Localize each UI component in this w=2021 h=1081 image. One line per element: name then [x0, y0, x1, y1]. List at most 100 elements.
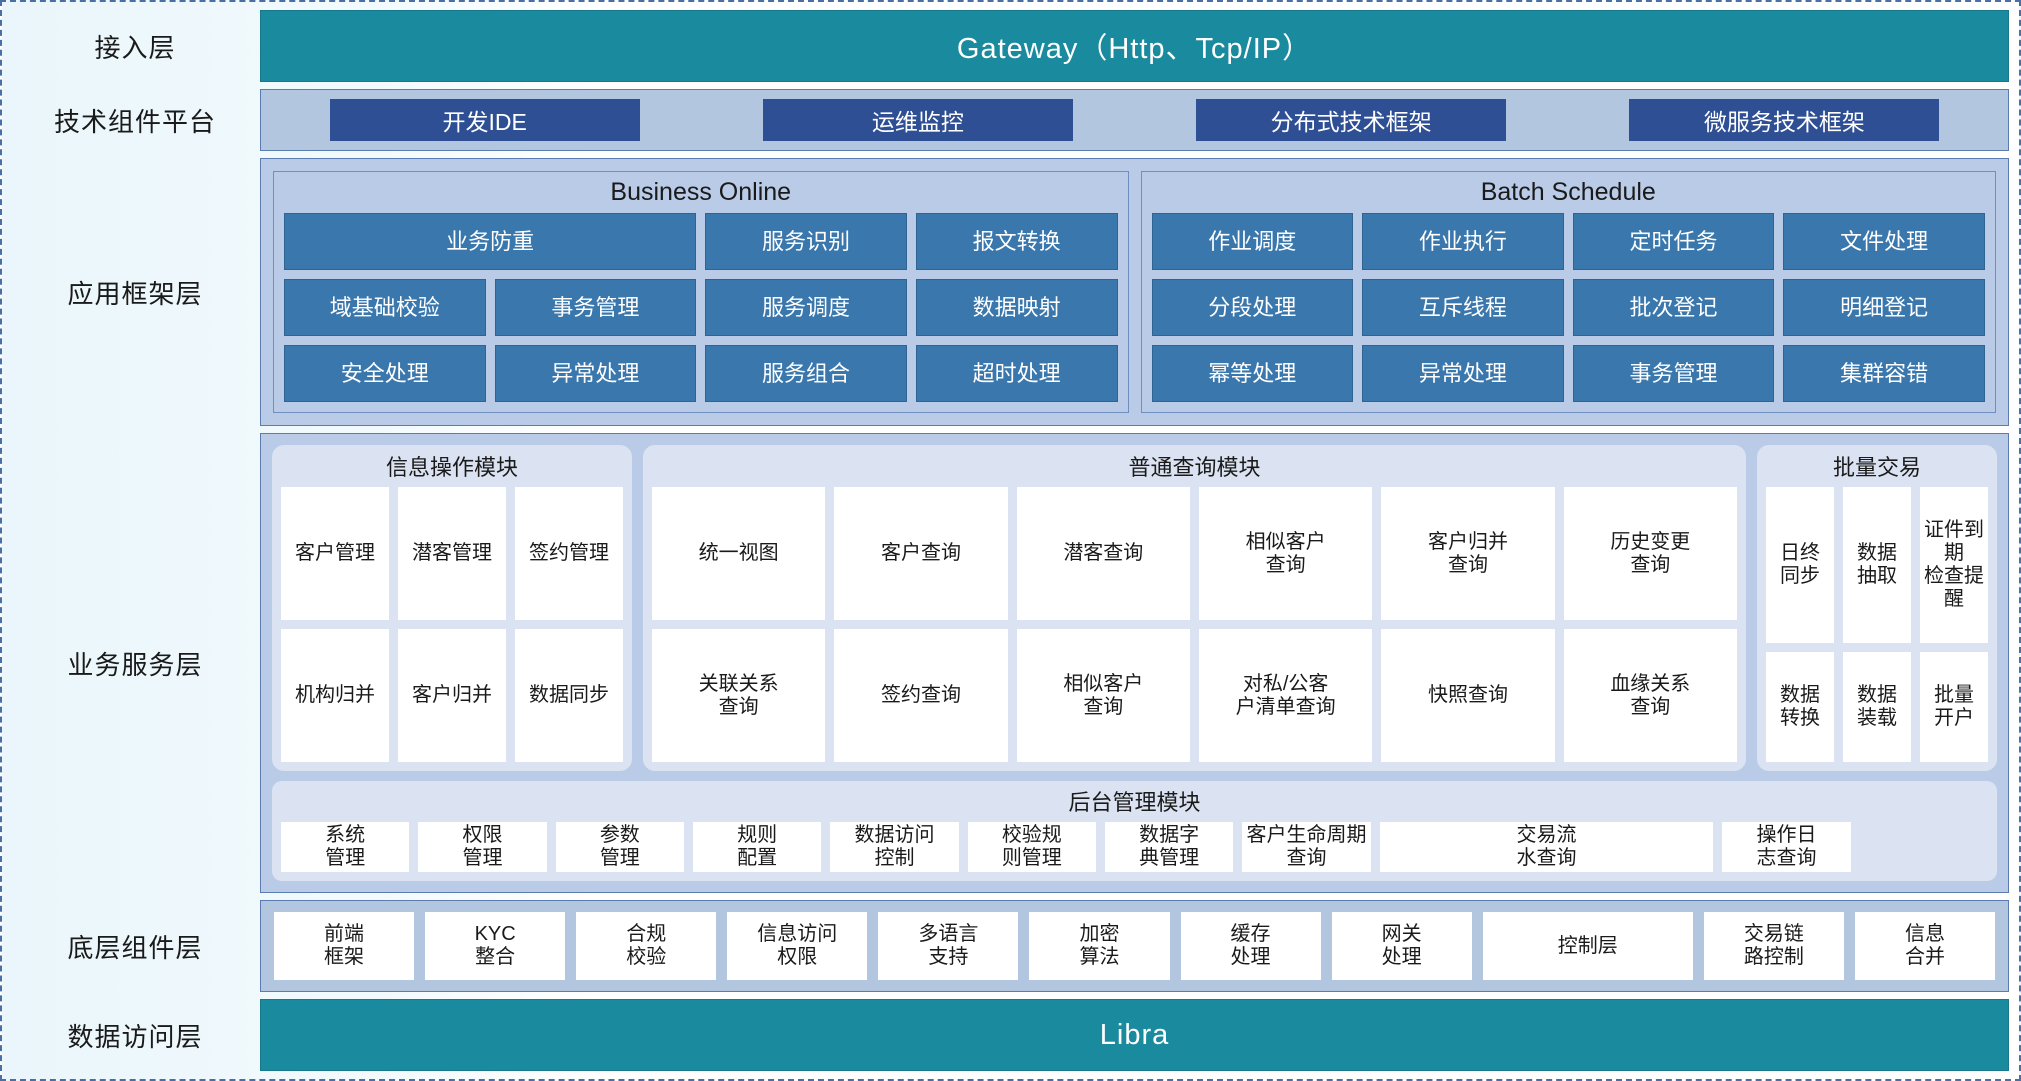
- service-cell[interactable]: 数据转换: [1766, 652, 1834, 762]
- component-cell[interactable]: 网关处理: [1331, 912, 1472, 980]
- module-info-operations: 信息操作模块 客户管理潜客管理签约管理机构归并客户归并数据同步: [272, 445, 632, 771]
- component-cell[interactable]: 信息访问权限: [727, 912, 868, 980]
- app-cell[interactable]: 集群容错: [1783, 345, 1985, 402]
- app-cell[interactable]: 幂等处理: [1151, 345, 1354, 402]
- service-cell[interactable]: 客户管理: [281, 487, 389, 620]
- admin-cell[interactable]: 规则配置: [692, 822, 822, 872]
- component-cell[interactable]: 多语言支持: [878, 912, 1019, 980]
- module-title-batch-transaction: 批量交易: [1832, 455, 1921, 480]
- service-cell[interactable]: 关联关系查询: [652, 629, 826, 762]
- tech-button-ops-monitor[interactable]: 运维监控: [762, 99, 1073, 141]
- component-cell[interactable]: 信息合并: [1854, 912, 1995, 980]
- app-cell[interactable]: 异常处理: [1362, 345, 1564, 402]
- admin-cell[interactable]: 参数管理: [555, 822, 684, 872]
- service-cell[interactable]: 证件到期检查提醒: [1920, 487, 1988, 643]
- sub-panel-title-business-online: Business Online: [610, 178, 792, 206]
- service-cell[interactable]: 相似客户查询: [1198, 487, 1373, 620]
- admin-cell[interactable]: 数据字典管理: [1104, 822, 1234, 872]
- grid-business-online: 业务防重服务识别报文转换域基础校验事务管理服务调度数据映射安全处理异常处理服务组…: [284, 213, 1118, 402]
- app-cell[interactable]: 作业执行: [1362, 213, 1564, 270]
- libra-bar: Libra: [260, 999, 2009, 1071]
- layer-label-tech-platform: 技术组件平台: [53, 106, 216, 137]
- layer-label-app-framework: 应用框架层: [67, 278, 203, 309]
- tech-platform-panel: 开发IDE 运维监控 分布式技术框架 微服务技术框架: [260, 89, 2009, 151]
- service-cell[interactable]: 相似客户查询: [1016, 629, 1190, 762]
- component-cell[interactable]: 加密算法: [1029, 912, 1170, 980]
- layer-label-business-service: 业务服务层: [67, 649, 203, 680]
- app-cell[interactable]: 作业调度: [1151, 213, 1354, 270]
- app-cell[interactable]: 定时任务: [1572, 213, 1775, 270]
- app-cell[interactable]: 安全处理: [284, 345, 486, 402]
- app-cell[interactable]: 事务管理: [494, 279, 697, 336]
- app-cell[interactable]: 服务识别: [705, 213, 907, 270]
- grid-admin-management: 系统管理权限管理参数管理规则配置数据访问控制校验规则管理数据字典管理客户生命周期…: [281, 822, 1988, 872]
- service-cell[interactable]: 数据同步: [515, 629, 623, 762]
- module-common-query: 普通查询模块 统一视图客户查询潜客查询相似客户查询客户归并查询历史变更查询关联关…: [643, 445, 1746, 771]
- app-cell[interactable]: 超时处理: [915, 345, 1118, 402]
- app-cell[interactable]: 异常处理: [494, 345, 697, 402]
- admin-cell[interactable]: 数据访问控制: [830, 822, 959, 872]
- app-cell[interactable]: 明细登记: [1783, 279, 1985, 336]
- service-cell[interactable]: 潜客查询: [1016, 487, 1190, 620]
- tech-button-distributed-framework[interactable]: 分布式技术框架: [1196, 99, 1507, 141]
- admin-cell[interactable]: 交易流水查询: [1379, 822, 1714, 872]
- component-cell[interactable]: 控制层: [1482, 912, 1693, 980]
- component-cell[interactable]: 合规校验: [576, 912, 717, 980]
- app-cell[interactable]: 文件处理: [1783, 213, 1985, 270]
- service-cell[interactable]: 客户归并查询: [1381, 487, 1555, 620]
- app-cell[interactable]: 报文转换: [915, 213, 1118, 270]
- tech-button-microservice-framework[interactable]: 微服务技术框架: [1629, 99, 1940, 141]
- service-cell[interactable]: 数据装载: [1843, 652, 1911, 762]
- app-cell[interactable]: 事务管理: [1572, 345, 1775, 402]
- service-cell[interactable]: 数据抽取: [1843, 487, 1911, 643]
- service-cell[interactable]: 机构归并: [281, 629, 389, 762]
- layer-row-business-service: 业务服务层 信息操作模块 客户管理潜客管理签约管理机构归并客户归并数据同步 普通…: [10, 433, 2009, 893]
- service-cell[interactable]: 潜客管理: [398, 487, 506, 620]
- business-modules-row: 信息操作模块 客户管理潜客管理签约管理机构归并客户归并数据同步 普通查询模块 统…: [272, 445, 1997, 771]
- admin-cell[interactable]: 系统管理: [281, 822, 410, 872]
- module-admin-management: 后台管理模块 系统管理权限管理参数管理规则配置数据访问控制校验规则管理数据字典管…: [272, 781, 1997, 881]
- service-cell[interactable]: 血缘关系查询: [1563, 629, 1737, 762]
- grid-batch-transaction: 日终同步数据抽取证件到期检查提醒数据转换数据装载批量开户: [1766, 487, 1988, 762]
- service-cell[interactable]: 签约查询: [834, 629, 1008, 762]
- component-cell[interactable]: 缓存处理: [1180, 912, 1321, 980]
- sub-panel-batch-schedule: Batch Schedule 作业调度作业执行定时任务文件处理分段处理互斥线程批…: [1140, 171, 1996, 413]
- module-batch-transaction: 批量交易 日终同步数据抽取证件到期检查提醒数据转换数据装载批量开户: [1757, 445, 1997, 771]
- app-cell[interactable]: 服务组合: [705, 345, 907, 402]
- tech-button-ide[interactable]: 开发IDE: [329, 99, 640, 141]
- admin-cell[interactable]: 校验规则管理: [967, 822, 1096, 872]
- app-cell[interactable]: 服务调度: [705, 279, 907, 336]
- service-cell[interactable]: 对私/公客户清单查询: [1198, 629, 1373, 762]
- service-cell[interactable]: 客户查询: [834, 487, 1008, 620]
- sub-panel-title-batch-schedule: Batch Schedule: [1480, 178, 1656, 206]
- admin-cell[interactable]: 权限管理: [418, 822, 547, 872]
- grid-info-operations: 客户管理潜客管理签约管理机构归并客户归并数据同步: [281, 487, 623, 762]
- service-cell[interactable]: 历史变更查询: [1563, 487, 1737, 620]
- grid-common-query: 统一视图客户查询潜客查询相似客户查询客户归并查询历史变更查询关联关系查询签约查询…: [652, 487, 1737, 762]
- service-cell[interactable]: 批量开户: [1920, 652, 1988, 762]
- service-cell[interactable]: 快照查询: [1381, 629, 1555, 762]
- app-cell[interactable]: 域基础校验: [284, 279, 486, 336]
- app-cell[interactable]: 分段处理: [1151, 279, 1354, 336]
- app-cell[interactable]: 业务防重: [284, 213, 697, 270]
- admin-cell[interactable]: 操作日志查询: [1722, 822, 1851, 872]
- layer-row-access: 接入层 Gateway（Http、Tcp/IP）: [10, 10, 2009, 82]
- service-cell[interactable]: 统一视图: [652, 487, 826, 620]
- service-cell[interactable]: 客户归并: [398, 629, 506, 762]
- gateway-bar: Gateway（Http、Tcp/IP）: [260, 10, 2009, 82]
- grid-batch-schedule: 作业调度作业执行定时任务文件处理分段处理互斥线程批次登记明细登记幂等处理异常处理…: [1151, 213, 1985, 402]
- app-cell[interactable]: 数据映射: [915, 279, 1118, 336]
- service-cell[interactable]: 签约管理: [515, 487, 623, 620]
- admin-cell[interactable]: 客户生命周期查询: [1242, 822, 1371, 872]
- app-cell[interactable]: 互斥线程: [1362, 279, 1564, 336]
- app-cell[interactable]: 批次登记: [1572, 279, 1775, 336]
- component-cell[interactable]: 前端框架: [274, 912, 415, 980]
- module-title-common-query: 普通查询模块: [1128, 455, 1261, 480]
- component-cell[interactable]: 交易链路控制: [1703, 912, 1844, 980]
- service-cell[interactable]: 日终同步: [1766, 487, 1834, 643]
- sub-panel-business-online: Business Online 业务防重服务识别报文转换域基础校验事务管理服务调…: [273, 171, 1129, 413]
